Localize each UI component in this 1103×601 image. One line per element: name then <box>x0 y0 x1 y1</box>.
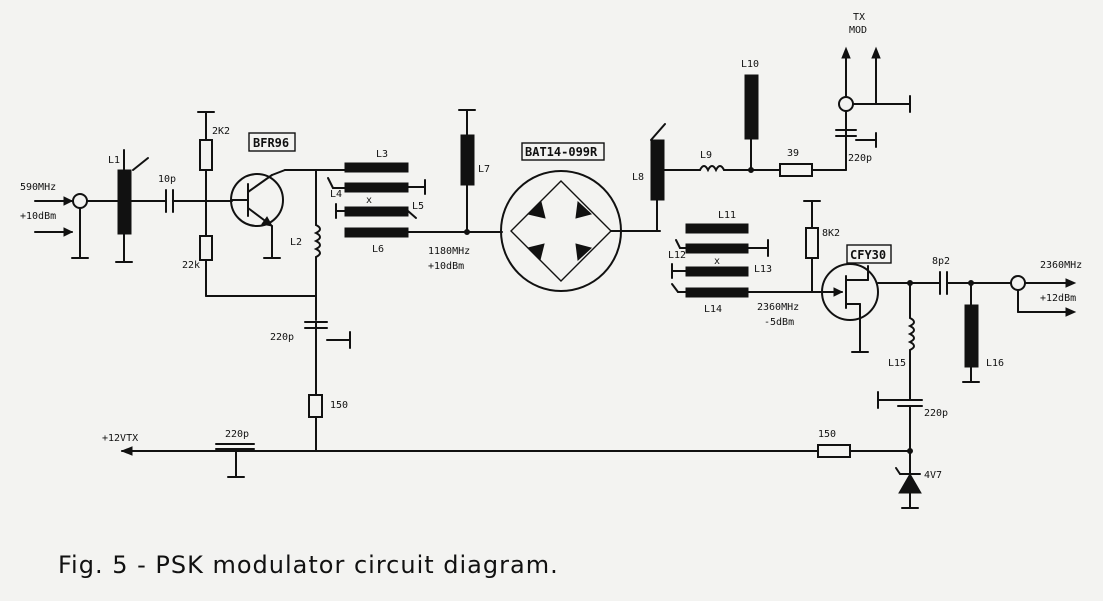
figure-caption: Fig. 5 - PSK modulator circuit diagram. <box>58 551 559 579</box>
l13-label: L13 <box>754 264 772 275</box>
c220p-supply-label: 220p <box>225 429 249 440</box>
f2360-label: 2360MHz <box>757 302 799 313</box>
output-power-label: +12dBm <box>1040 293 1076 304</box>
z4v7-label: 4V7 <box>924 470 942 481</box>
c220p-collector-label: 220p <box>270 332 294 343</box>
tx-label: TX <box>853 12 865 23</box>
l11-label: L11 <box>718 210 736 221</box>
c220p-mod-label: 220p <box>848 153 872 164</box>
diode-ring-bat14: BAT14-099R <box>500 142 661 292</box>
mod-label: MOD <box>849 25 867 36</box>
output-frequency-label: 2360MHz <box>1040 260 1082 271</box>
l1-label: L1 <box>108 155 120 166</box>
l2-label: L2 <box>290 237 302 248</box>
input-power-label: +10dBm <box>20 211 56 222</box>
inductor-l2: L2 <box>290 169 321 321</box>
bat14-label: BAT14-099R <box>525 145 598 159</box>
supply-bus: +12VTX 220p 150 <box>102 429 913 478</box>
l15-label: L15 <box>888 358 906 369</box>
l10-label: L10 <box>741 59 759 70</box>
l6-label: L6 <box>372 244 384 255</box>
inductor-l8: L8 <box>632 123 701 232</box>
bfr96-label: BFR96 <box>253 136 289 150</box>
l14-label: L14 <box>704 304 722 315</box>
coupled-filter-l11-l14: L11 L12 x L13 L14 2360MHz -5dBm <box>668 210 821 328</box>
r39-label: 39 <box>787 148 799 159</box>
resistor-150-a: 150 <box>308 394 348 452</box>
f1180-label: 1180MHz <box>428 246 470 257</box>
l8-label: L8 <box>632 172 644 183</box>
coupled-filter-l3-l6: L3 L4 x L5 L6 <box>327 149 467 255</box>
l3-label: L3 <box>376 149 388 160</box>
x2-label: x <box>714 256 720 267</box>
inductor-l7: L7 1180MHz +10dBm <box>428 109 503 272</box>
capacitor-10p: 10p <box>158 174 233 213</box>
inductor-l1: L1 <box>108 149 149 263</box>
transistor-bfr96: BFR96 <box>230 132 346 259</box>
l9-label: L9 <box>700 150 712 161</box>
r150b-label: 150 <box>818 429 836 440</box>
modulation-path: L9 L10 39 <box>699 59 847 177</box>
x1-label: x <box>366 195 372 206</box>
p2360-label: -5dBm <box>764 317 794 328</box>
r150a-label: 150 <box>330 400 348 411</box>
input-port: 590MHz +10dBm <box>20 182 166 259</box>
bias-divider: 2K2 22k <box>182 111 317 297</box>
r22k-label: 22k <box>182 260 200 271</box>
l12-label: L12 <box>668 250 686 261</box>
l5-label: L5 <box>412 201 424 212</box>
l4-label: L4 <box>330 189 342 200</box>
c8p2-label: 8p2 <box>932 256 950 267</box>
input-frequency-label: 590MHz <box>20 182 56 193</box>
zener-4v7: 4V7 <box>895 459 942 509</box>
tx-mod-input: 220p TX MOD <box>835 12 911 164</box>
c220p-drain-label: 220p <box>924 408 948 419</box>
output-stage: L15 L16 8p2 220p 2360MHz +12dBm <box>877 256 1082 461</box>
cfy30-label: CFY30 <box>850 248 886 262</box>
l16-label: L16 <box>986 358 1004 369</box>
vtx-label: +12VTX <box>102 433 138 444</box>
r8k2-label: 8K2 <box>822 228 840 239</box>
c10p-label: 10p <box>158 174 176 185</box>
l7-label: L7 <box>478 164 490 175</box>
fet-cfy30: CFY30 <box>819 244 931 353</box>
r2k2-label: 2K2 <box>212 126 230 137</box>
resistor-8k2: 8K2 <box>803 200 840 293</box>
p1180-label: +10dBm <box>428 261 464 272</box>
capacitor-220p-collector: 220p <box>270 321 351 396</box>
